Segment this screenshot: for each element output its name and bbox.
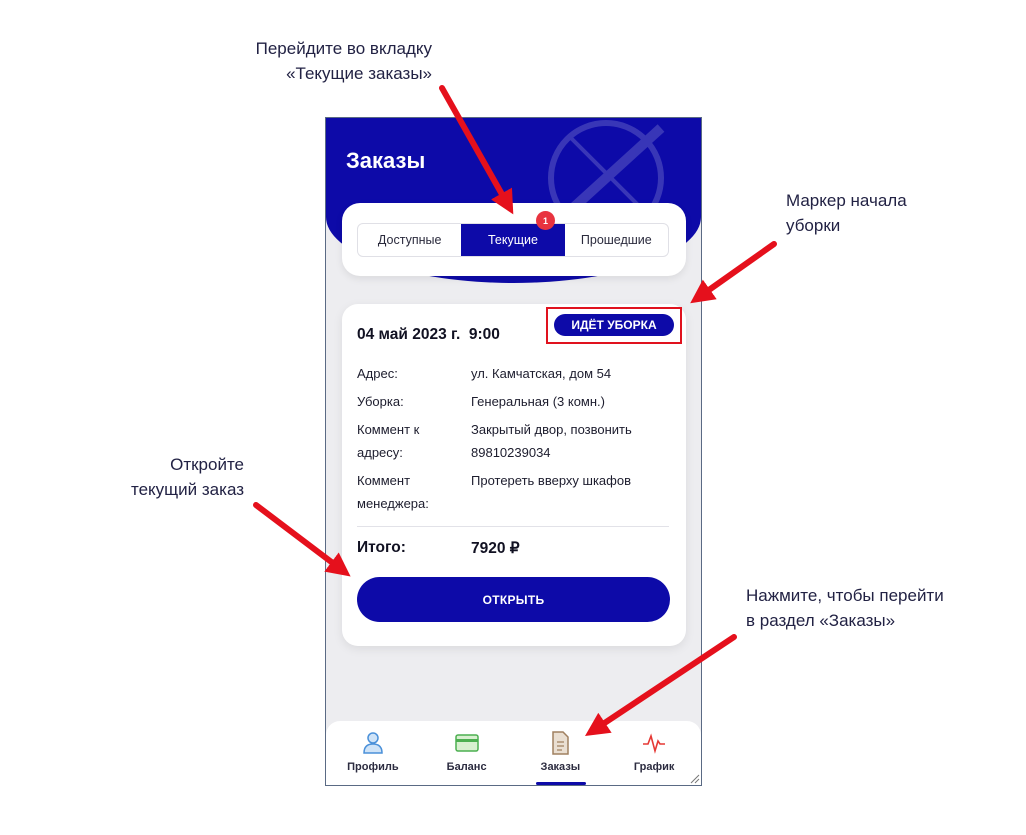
order-time: 9:00 [468, 326, 500, 343]
annotation-line: Перейдите во вкладку [255, 39, 432, 58]
divider [357, 526, 669, 527]
annotation-line: текущий заказ [131, 480, 244, 499]
annotation-nav-hint: Нажмите, чтобы перейти в раздел «Заказы» [746, 583, 986, 633]
info-value-line: Закрытый двор, позвонить [471, 422, 632, 437]
info-label-line: менеджера: [357, 496, 429, 511]
info-value: ул. Камчатская, дом 54 [471, 366, 612, 381]
nav-item-balance[interactable]: Баланс [420, 721, 514, 785]
info-label: Адрес: [357, 366, 398, 381]
card-icon [454, 734, 479, 752]
open-order-button[interactable]: ОТКРЫТЬ [357, 577, 670, 622]
info-label: Коммент менеджера: [357, 469, 457, 515]
info-label-line: Коммент к [357, 422, 420, 437]
pulse-chart-icon [643, 733, 666, 754]
annotation-open-hint: Откройте текущий заказ [110, 452, 244, 502]
phone-screen: Заказы Доступные Текущие Прошедшие 1 ИДЁ… [325, 117, 702, 786]
tabs-card: Доступные Текущие Прошедшие 1 [342, 203, 686, 276]
order-card[interactable]: ИДЁТ УБОРКА 04 май 2023 г. 9:00 Адрес: у… [342, 304, 686, 646]
info-value: Протереть вверху шкафов [471, 473, 631, 488]
annotation-line: «Текущие заказы» [286, 64, 432, 83]
page-title: Заказы [346, 148, 426, 173]
document-icon [552, 731, 570, 755]
total-value: 7920 ₽ [471, 540, 520, 557]
status-badge: ИДЁТ УБОРКА [554, 314, 674, 336]
nav-label: Баланс [446, 761, 487, 773]
nav-label: Заказы [540, 761, 581, 773]
status-highlight-box: ИДЁТ УБОРКА [546, 307, 682, 344]
nav-label: Профиль [347, 761, 399, 773]
info-label-line: Коммент [357, 473, 411, 488]
tab-current[interactable]: Текущие [461, 224, 565, 256]
annotation-line: Нажмите, чтобы перейти [746, 586, 944, 605]
order-datetime: 04 май 2023 г. 9:00 [357, 326, 500, 344]
tab-past[interactable]: Прошедшие [580, 233, 652, 247]
info-label: Уборка: [357, 394, 404, 409]
arrow-to-status-marker [690, 241, 777, 304]
info-value: Закрытый двор, позвонить 89810239034 [471, 418, 681, 464]
nav-label: График [633, 761, 675, 773]
orders-tabs: Доступные Текущие Прошедшие 1 [357, 211, 669, 257]
annotation-marker-hint: Маркер начала уборки [786, 188, 966, 238]
annotation-line: Откройте [170, 455, 244, 474]
annotation-line: в раздел «Заказы» [746, 611, 896, 630]
profile-icon [363, 732, 383, 754]
annotation-line: уборки [786, 216, 841, 235]
info-value-line: 89810239034 [471, 445, 551, 460]
bottom-nav: Профиль Баланс Заказы График [326, 721, 701, 785]
total-label: Итого: [357, 539, 406, 556]
notification-badge: 1 [536, 211, 555, 230]
annotation-line: Маркер начала [786, 191, 907, 210]
annotation-tab-hint: Перейдите во вкладку «Текущие заказы» [236, 36, 432, 86]
info-value: Генеральная (3 комн.) [471, 394, 605, 409]
info-label: Коммент к адресу: [357, 418, 457, 464]
nav-item-orders[interactable]: Заказы [514, 721, 608, 785]
info-label-line: адресу: [357, 445, 403, 460]
nav-item-profile[interactable]: Профиль [326, 721, 420, 785]
resize-grip-icon[interactable] [688, 772, 700, 784]
nav-item-schedule[interactable]: График [607, 721, 701, 785]
tab-available[interactable]: Доступные [377, 233, 442, 247]
order-date: 04 май 2023 г. [357, 326, 461, 343]
